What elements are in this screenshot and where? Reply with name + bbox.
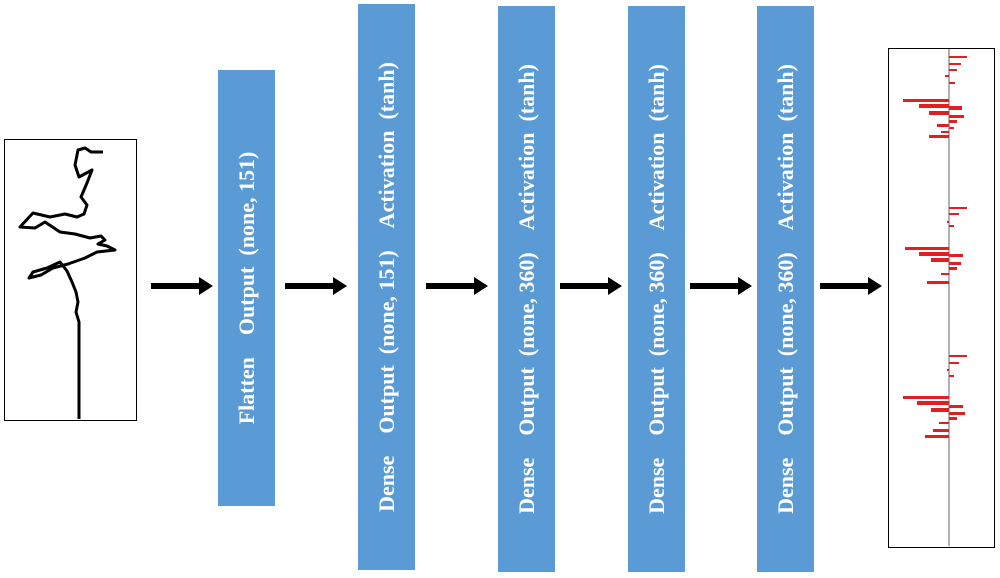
dense-layer-2-label: Dense Output (none, 360) Activation (tan… [514, 64, 540, 514]
right-arrow-icon [151, 277, 213, 295]
dense-layer-1-label: Dense Output (none, 151) Activation (tan… [374, 62, 400, 512]
layer-name: Flatten [233, 357, 259, 425]
layer-activation: Activation (tanh) [772, 64, 798, 231]
layer-output: Output (none, 360) [772, 252, 798, 436]
flatten-layer: Flatten Output (none, 151) [218, 70, 275, 506]
arrow-flatten-to-dense-1 [285, 276, 348, 296]
dense-layer-1: Dense Output (none, 151) Activation (tan… [358, 4, 415, 570]
layer-output: Output (none, 151) [373, 250, 399, 434]
right-arrow-icon [426, 277, 488, 295]
arrow-dense-4-to-output [820, 276, 883, 296]
layer-name: Dense [772, 457, 798, 514]
layer-output: Output (none, 360) [643, 252, 669, 436]
flatten-layer-label: Flatten Output (none, 151) [234, 152, 260, 425]
arrow-dense-3-to-dense-4 [690, 276, 753, 296]
dense-layer-4-label: Dense Output (none, 360) Activation (tan… [773, 64, 799, 514]
right-arrow-icon [285, 277, 347, 295]
right-arrow-icon [560, 277, 622, 295]
output-reflectivity-icon [903, 49, 967, 546]
output-reflectivity-panel [888, 48, 995, 548]
layer-activation: Activation (tanh) [513, 64, 539, 231]
right-arrow-icon [820, 277, 882, 295]
arrow-input-to-flatten [151, 276, 214, 296]
layer-activation: Activation (tanh) [643, 64, 669, 231]
arrow-dense-1-to-dense-2 [426, 276, 489, 296]
layer-name: Dense [643, 457, 669, 514]
dense-layer-3-label: Dense Output (none, 360) Activation (tan… [644, 64, 670, 514]
dense-layer-2: Dense Output (none, 360) Activation (tan… [498, 6, 555, 572]
layer-name: Dense [373, 455, 399, 512]
layer-output: Output (none, 360) [513, 252, 539, 436]
layer-activation: Activation (tanh) [373, 62, 399, 229]
dense-layer-4: Dense Output (none, 360) Activation (tan… [757, 6, 814, 572]
right-arrow-icon [690, 277, 752, 295]
input-waveform-icon [18, 146, 117, 419]
dense-layer-3: Dense Output (none, 360) Activation (tan… [628, 6, 685, 572]
arrow-dense-2-to-dense-3 [560, 276, 623, 296]
layer-output: Output (none, 151) [233, 151, 259, 336]
layer-name: Dense [513, 457, 539, 514]
input-waveform-panel [4, 139, 137, 421]
